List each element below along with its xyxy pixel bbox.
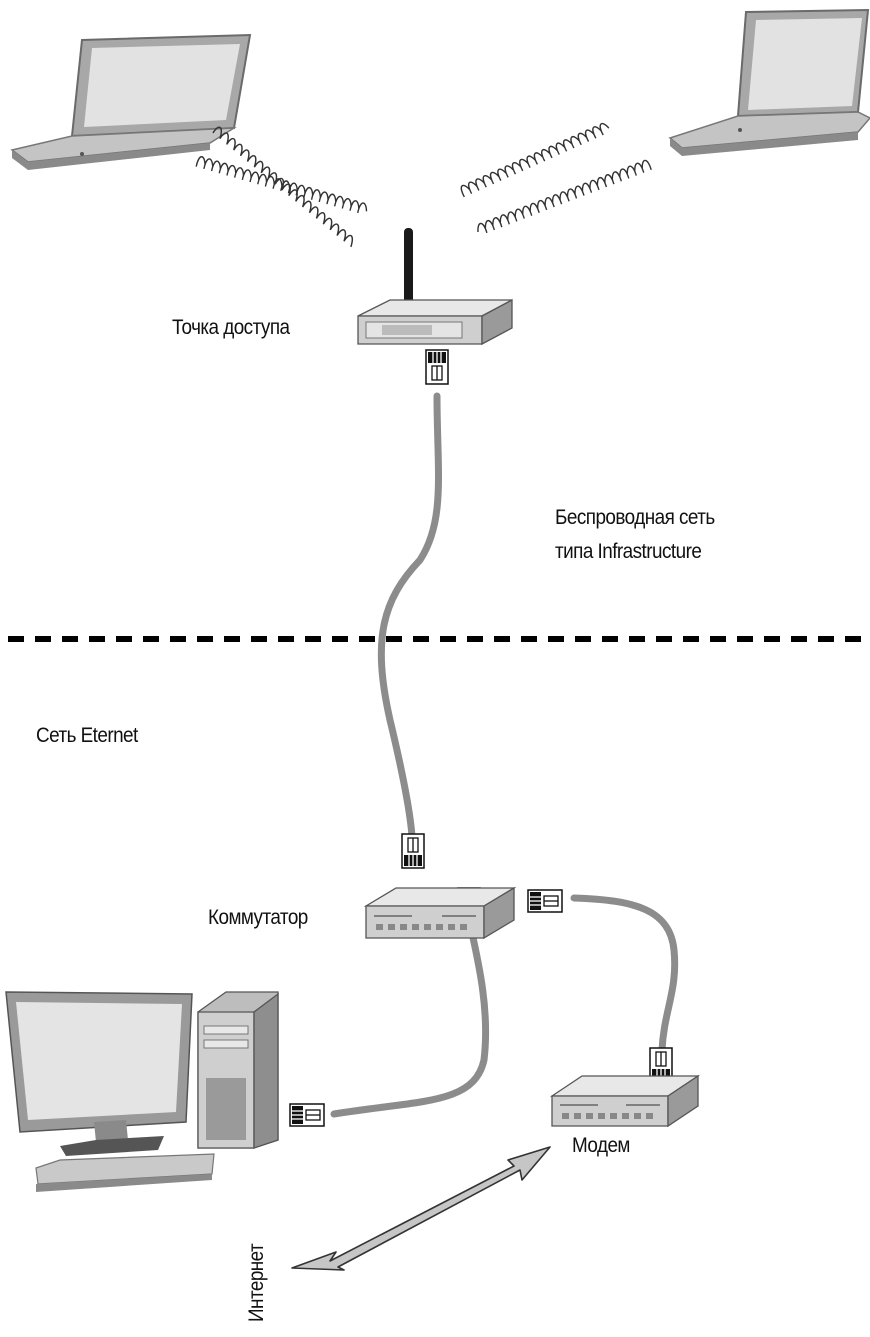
wave-left-upper (195, 126, 371, 247)
laptop-left-icon (12, 35, 250, 170)
rj45-connector-icon (290, 1104, 324, 1126)
wireless-network-label-line1: Беспроводная сеть (555, 506, 715, 530)
rj45-connector-icon (402, 834, 424, 868)
wave-right-lower (475, 159, 651, 235)
laptop-right-icon (670, 10, 870, 156)
modem-label: Модем (572, 1134, 630, 1158)
wireless-network-label-line2: типа Infrastructure (555, 540, 701, 564)
network-switch-icon (366, 888, 514, 938)
cable-access-point-to-switch (381, 396, 438, 836)
double-arrow-icon (292, 1147, 550, 1270)
cable-switch-to-modem (574, 898, 675, 1050)
cable-switch-to-desktop (334, 924, 486, 1114)
wireless-access-point-icon (358, 228, 512, 344)
internet-label: Интернет (245, 1244, 269, 1322)
rj45-connector-icon (426, 350, 448, 384)
wireless-signal-waves (195, 122, 651, 247)
switch-label: Коммутатор (208, 906, 308, 930)
rj45-connector-icon (528, 890, 562, 912)
access-point-label: Точка доступа (172, 316, 289, 340)
ethernet-network-label: Сеть Eternet (36, 724, 138, 748)
desktop-computer-icon (6, 992, 278, 1192)
wave-left-lower (196, 156, 368, 215)
modem-icon (552, 1076, 698, 1126)
